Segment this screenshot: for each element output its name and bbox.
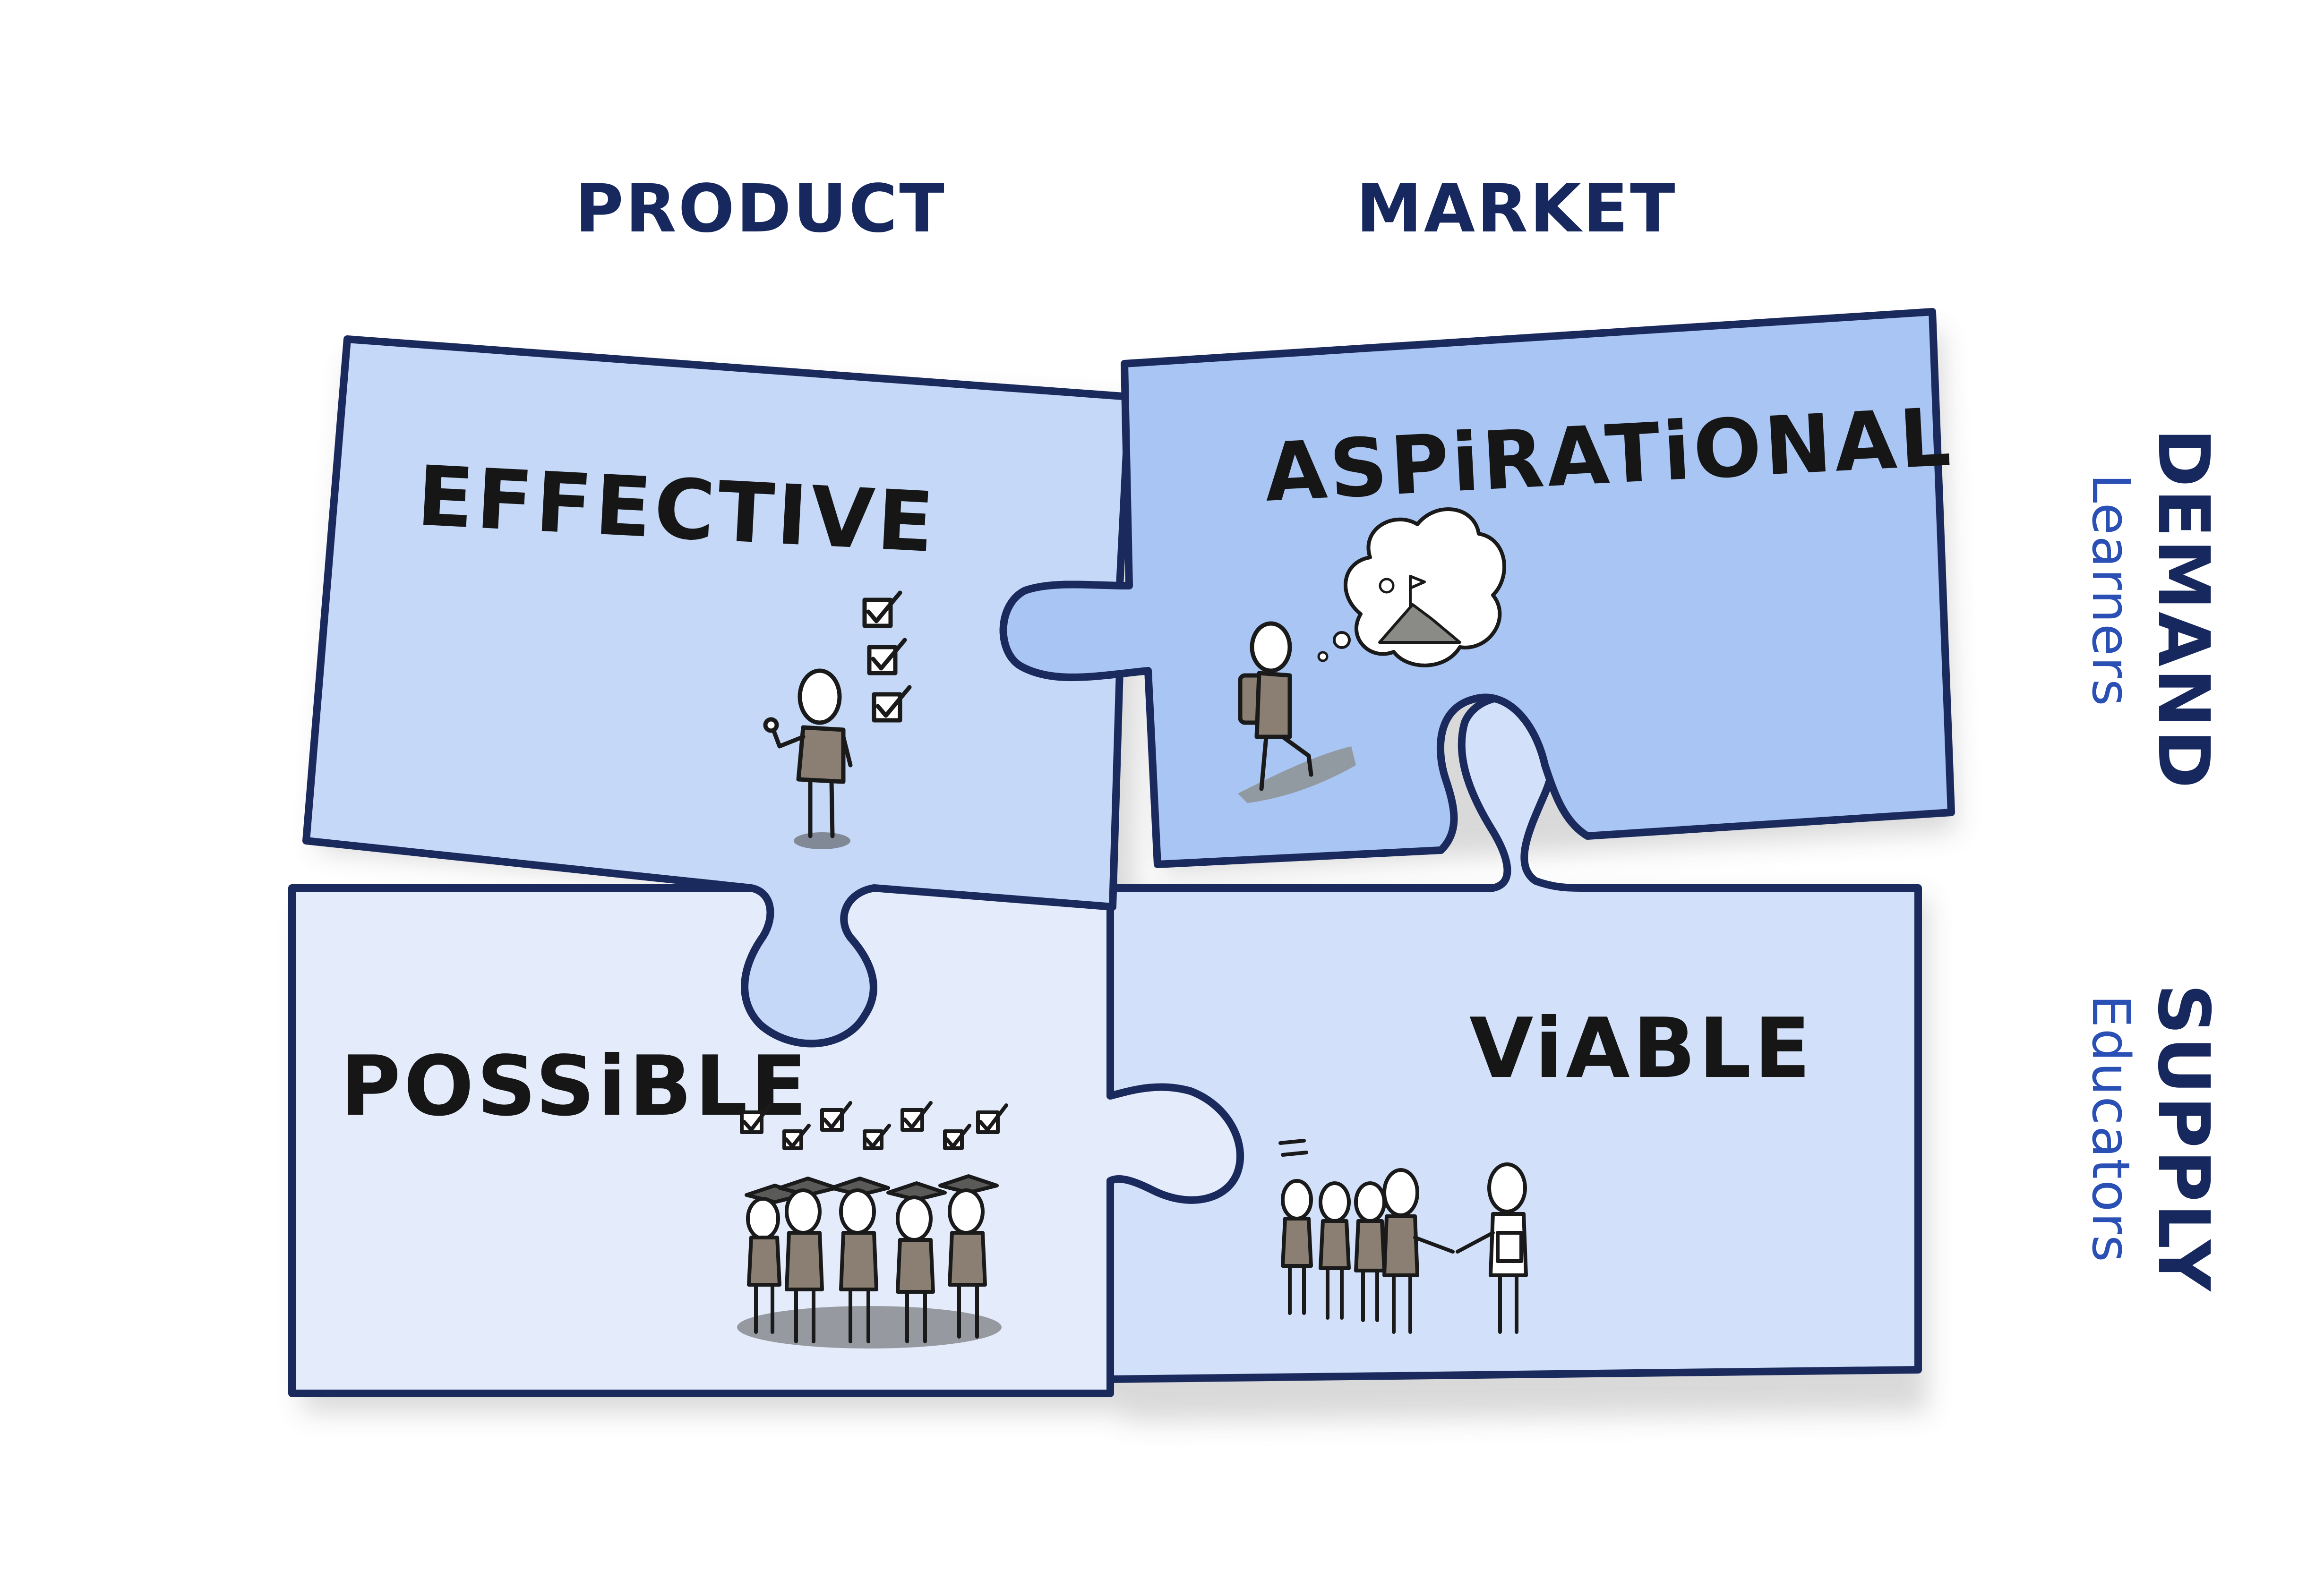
row-title-demand: DEMAND (2142, 428, 2224, 790)
ground-shadow (794, 832, 850, 849)
row-subtitle-educators: Educators (2081, 995, 2141, 1263)
row-subtitle-learners: Learners (2081, 474, 2141, 707)
row-heading-supply: SUPPLY Educators (2081, 984, 2224, 1293)
column-heading-market: MARKET (1356, 171, 1677, 248)
row-title-supply: SUPPLY (2142, 984, 2224, 1293)
person-body (798, 727, 843, 782)
piece-label-viable: ViABLE (1469, 1001, 1813, 1097)
piece-label-possible: POSSiBLE (340, 1039, 810, 1135)
row-heading-demand: DEMAND Learners (2081, 428, 2224, 790)
person-head (800, 671, 840, 723)
climber-head (1252, 623, 1290, 671)
column-heading-product: PRODUCT (575, 171, 946, 248)
